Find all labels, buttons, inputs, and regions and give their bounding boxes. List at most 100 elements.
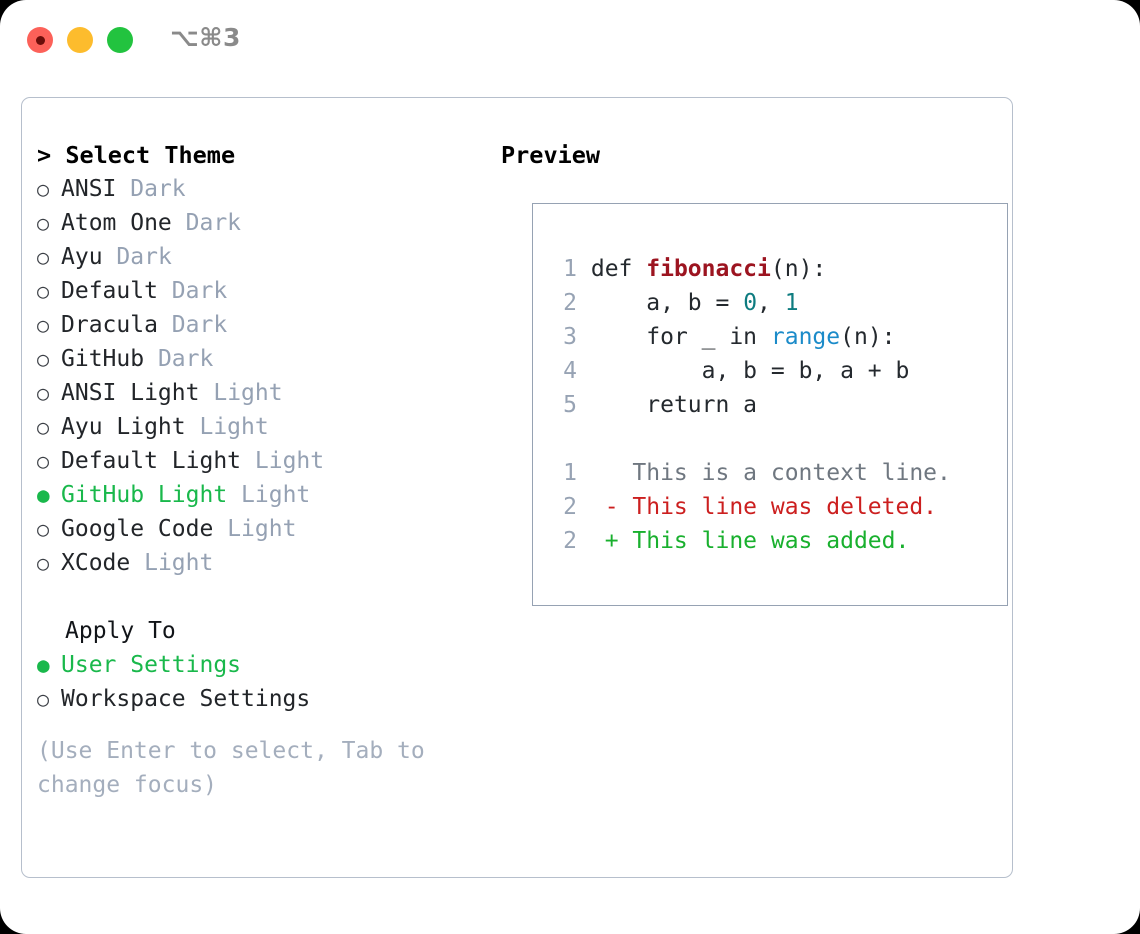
theme-list[interactable]: ○ANSI Dark○Atom One Dark○Ayu Dark○Defaul…	[37, 172, 487, 580]
diff-lines: 1 This is a context line.2 - This line w…	[551, 456, 991, 558]
radio-unselected-icon: ○	[37, 245, 50, 269]
theme-variant-badge: Light	[227, 516, 297, 542]
theme-variant-badge: Light	[241, 482, 311, 508]
radio-unselected-icon: ○	[37, 279, 50, 303]
code-token: for _ in	[590, 324, 771, 350]
theme-name-label: Ayu	[61, 244, 103, 270]
keyboard-hint-text: (Use Enter to select, Tab to change focu…	[37, 738, 439, 798]
code-token: 1	[784, 290, 799, 316]
radio-selected-icon: ●	[37, 483, 50, 507]
theme-variant-badge: Dark	[130, 176, 186, 202]
radio-unselected-icon: ○	[37, 381, 50, 405]
code-line: 5 return a	[551, 388, 991, 422]
select-theme-title: Select Theme	[65, 141, 236, 169]
radio-unselected-icon: ○	[37, 415, 50, 439]
apply-to-label: Workspace Settings	[61, 686, 311, 712]
apply-to-option[interactable]: ○ Workspace Settings	[37, 682, 487, 716]
theme-variant-badge: Dark	[185, 210, 242, 236]
code-line: 3 for _ in range(n):	[551, 320, 991, 354]
apply-to-label: User Settings	[61, 652, 242, 678]
theme-variant-badge: Dark	[171, 278, 228, 304]
theme-variant-badge: Dark	[171, 312, 228, 338]
diff-line: 2 - This line was deleted.	[551, 490, 991, 524]
theme-name-label: Google Code	[61, 516, 214, 542]
theme-list-item[interactable]: ○ Ayu Light Light	[37, 410, 487, 444]
diff-line-text: - This line was deleted.	[577, 494, 938, 520]
code-token: fibonacci	[646, 256, 771, 282]
radio-unselected-icon: ○	[37, 347, 50, 371]
code-token: return a	[590, 392, 758, 418]
theme-variant-badge: Light	[199, 414, 269, 440]
diff-line-text: + This line was added.	[577, 528, 910, 554]
code-line: 2 a, b = 0, 1	[551, 286, 991, 320]
theme-variant-badge: Dark	[116, 244, 172, 270]
line-number: 2	[563, 290, 577, 316]
diff-line-number: 1	[563, 460, 577, 486]
line-number: 3	[563, 324, 577, 350]
theme-list-item[interactable]: ○ Google Code Light	[37, 512, 487, 546]
radio-unselected-icon: ○	[37, 687, 50, 711]
diff-line: 1 This is a context line.	[551, 456, 991, 490]
theme-name-label: Default	[61, 278, 158, 304]
radio-selected-icon: ●	[37, 653, 50, 677]
radio-unselected-icon: ○	[37, 211, 50, 235]
code-token: (n):	[840, 324, 896, 350]
theme-name-label: ANSI Light	[61, 380, 200, 406]
theme-list-item[interactable]: ○ Ayu Dark	[37, 240, 487, 274]
theme-name-label: Ayu Light	[61, 414, 186, 440]
record-indicator-icon	[35, 35, 45, 45]
theme-list-item[interactable]: ○Default Light Light	[37, 444, 487, 478]
radio-unselected-icon: ○	[37, 177, 50, 201]
diff-line: 2 + This line was added.	[551, 524, 991, 558]
theme-list-item[interactable]: ○ Dracula Dark	[37, 308, 487, 342]
apply-to-option[interactable]: ● User Settings	[37, 648, 487, 682]
code-token: ,	[757, 290, 785, 316]
minimize-window-button[interactable]	[67, 27, 93, 53]
theme-list-item[interactable]: ○ ANSI Light Light	[37, 376, 487, 410]
theme-variant-badge: Light	[254, 448, 325, 474]
theme-name-label: GitHub	[61, 346, 145, 372]
theme-variant-badge: Light	[144, 550, 214, 576]
theme-variant-badge: Light	[213, 380, 283, 406]
theme-name-label: Dracula	[61, 312, 158, 338]
select-theme-header: > Select Theme	[37, 138, 487, 172]
theme-list-item[interactable]: ○ XCode Light	[37, 546, 487, 580]
code-token: def	[590, 256, 647, 282]
code-token: (n):	[770, 256, 827, 282]
theme-name-label: Atom One	[61, 210, 172, 236]
theme-list-item[interactable]: ○ ANSI Dark	[37, 172, 487, 206]
line-number: 5	[563, 392, 577, 418]
theme-name-label: ANSI	[61, 176, 117, 202]
close-window-button[interactable]	[27, 27, 53, 53]
theme-name-label: Default Light	[61, 448, 242, 474]
apply-to-list[interactable]: ● User Settings ○ Workspace Settings	[37, 648, 487, 716]
code-token: a, b = b, a + b	[590, 358, 910, 384]
radio-unselected-icon: ○	[37, 313, 50, 337]
radio-unselected-icon: ○	[37, 551, 50, 575]
preview-column: Preview 1 def fibonacci(n):2 a, b = 0, 1…	[501, 138, 1008, 606]
theme-name-label: GitHub Light	[61, 482, 228, 508]
line-number: 4	[563, 358, 577, 384]
theme-list-item[interactable]: ○ Atom One Dark	[37, 206, 487, 240]
apply-to-title: Apply To	[65, 618, 176, 644]
code-token: 0	[743, 290, 758, 316]
preview-header: Preview	[501, 141, 601, 169]
theme-name-label: XCode	[61, 550, 131, 576]
code-token: range	[770, 324, 841, 350]
keyboard-shortcut-label: ⌥⌘3	[170, 23, 241, 52]
theme-variant-badge: Dark	[157, 346, 214, 372]
zoom-window-button[interactable]	[107, 27, 133, 53]
main-panel: > Select Theme ○ANSI Dark○Atom One Dark○…	[21, 97, 1013, 878]
theme-picker-column: > Select Theme ○ANSI Dark○Atom One Dark○…	[37, 138, 487, 802]
theme-list-item[interactable]: ○ Default Dark	[37, 274, 487, 308]
code-diff-gap	[551, 422, 991, 456]
theme-list-item[interactable]: ○ GitHub Dark	[37, 342, 487, 376]
code-line: 1 def fibonacci(n):	[551, 252, 991, 286]
theme-list-item[interactable]: ● GitHub Light Light	[37, 478, 487, 512]
radio-unselected-icon: ○	[37, 517, 50, 541]
line-number: 1	[563, 256, 577, 282]
diff-line-number: 2	[563, 528, 577, 554]
